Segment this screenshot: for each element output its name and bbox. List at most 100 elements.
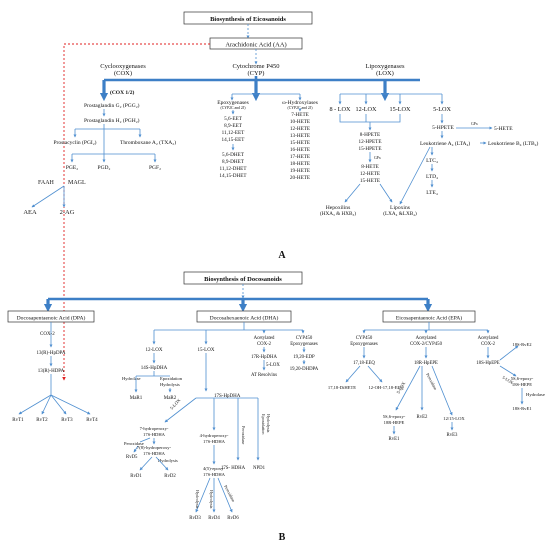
lipox-sub: (LXA₄ &LXB₄) <box>383 210 417 217</box>
hepox-sub: (HXA₃ & HXB₃) <box>320 210 356 217</box>
rvd2-label: RvD2 <box>164 474 176 479</box>
lox5-label: 5-LOX <box>433 106 451 113</box>
epox-hydro-2: Hydrolysis <box>160 382 180 387</box>
npd1-label: NPD1 <box>253 466 266 471</box>
hpete-item: 12-HPETE <box>358 139 381 145</box>
hete-item: 20-HETE <box>290 175 310 181</box>
epox-sub: (CYP2C and 2J) <box>220 106 246 110</box>
arrow-lta4-lipoxins <box>399 146 431 205</box>
pgh2-branch <box>75 124 140 130</box>
cyp-label: Cytochrome P450 <box>232 63 279 70</box>
ohheq-label: 12-OH-17,18-EEQ <box>368 385 404 391</box>
dhet-item: 14,15-DHET <box>219 173 247 179</box>
pgh2-label: Prostaglandin H₂ (PGH₂) <box>84 117 140 124</box>
arrow-to-dheq <box>345 365 361 383</box>
hp4-2: 17S-HDHA <box>203 439 226 444</box>
hydrolase2-label: Hydrolase <box>526 392 545 397</box>
rvd1-label: RvD1 <box>130 474 142 479</box>
arrow-to-lipoxins <box>379 183 393 203</box>
pg-branch <box>72 129 155 155</box>
lox-abbr: (LOX) <box>376 70 394 77</box>
hpete-item: 8-HPETE <box>360 132 380 138</box>
arrow-to-18s-rve2 <box>499 345 519 361</box>
hete-item: 16-HETE <box>290 147 310 153</box>
gpx2-label: GPx <box>471 122 478 126</box>
hete5-label: 5-HETE <box>494 126 513 132</box>
docosanoids-title: Biosynthesis of Docosanoids <box>204 276 282 283</box>
hete-item: 13-HETE <box>290 133 310 139</box>
2ag-label: 2-AG <box>60 209 75 216</box>
cyp450e-1: CYP450 <box>296 336 313 341</box>
arrow-to-hepoxilins <box>344 183 361 203</box>
epa-label: Eicosapentaenoic Acid (EPA) <box>396 315 462 322</box>
dpa-label: Docosapentaenoic Acid (DPA) <box>17 315 86 322</box>
hdpa-label: 13(R)-HDPA <box>38 369 65 374</box>
whyd-label: ω-Hydroxylases <box>282 100 318 106</box>
magl-label: MAGL <box>68 180 86 186</box>
lox15-label: 15-LOX <box>390 106 411 113</box>
arrow-to-rvd2 <box>155 456 169 471</box>
epa-5lox-b: 5-LOX <box>501 375 514 386</box>
hpdpa-label: 13(R)-HpDPA <box>37 351 66 356</box>
epa-cyp-2: Epoxygenases <box>350 342 378 347</box>
acox2b-2: COX-2 <box>481 342 496 347</box>
arrow-to-rvt3 <box>50 394 67 415</box>
lte4-label: LTE₄ <box>426 190 438 196</box>
ltc4-label: LTC₄ <box>426 158 438 164</box>
cyp450e-2: Epoxygenases <box>290 342 318 347</box>
hete-list: 7-HETE 10-HETE 12-HETE 13-HETE 15-HETE 1… <box>290 112 310 181</box>
arrow-to-rvd6 <box>217 477 233 513</box>
panel-a: Biosynthesis of Eicosanoids Arachidonic … <box>23 11 539 381</box>
dha-12lox: 12-LOX <box>146 348 163 353</box>
rve2s-label: 18S-RvE2 <box>512 342 532 347</box>
ep56s-2: 18S-HEPE <box>512 382 532 387</box>
hpdha17s-label: 17S-HpDHA <box>214 394 241 399</box>
epox-label: Epoxygenases <box>217 100 248 106</box>
rvd4-label: RvD4 <box>208 516 220 521</box>
cox-label: Cyclooxygenases <box>100 63 146 70</box>
hp7-1: 7-hydroperoxy- <box>140 426 169 431</box>
dhet-item: 8,9-DHET <box>222 159 245 165</box>
hete-item: 19-HETE <box>290 168 310 174</box>
rvt-item: RvT3 <box>61 418 73 423</box>
dheq-label: 17,18-DiHETE <box>328 385 356 391</box>
ep45-2: 17S-HDHA <box>203 472 226 477</box>
lta4-label: Leukotriene A₄ (LTA₄) <box>420 140 470 147</box>
hete2-item: 12-HETE <box>360 171 380 177</box>
hydrolase-label: Hydrolase <box>122 376 141 381</box>
ep45-1: 4(5)-epoxy- <box>203 466 225 471</box>
faah-label: FAAH <box>38 180 55 186</box>
hete-item: 10-HETE <box>290 119 310 125</box>
lox12-label: 12-LOX <box>356 106 377 113</box>
hete-item: 7-HETE <box>291 112 309 118</box>
dha-hydrolysis: Hydrolysis <box>158 458 178 463</box>
acox2cyp-2: COX-2/CYP450 <box>410 342 443 347</box>
red-arrow-aa-to-faah <box>62 43 210 381</box>
eet-item: 11,12-EET <box>222 130 246 136</box>
epa-peroxidase: Peroxidase <box>425 372 438 391</box>
hpdha14-split <box>136 371 170 377</box>
dha-split <box>154 322 303 331</box>
epox-hydro2-1: Epoxidation <box>261 414 266 435</box>
rve3-label: RvE3 <box>447 433 459 438</box>
acox2-2: COX-2 <box>257 342 272 347</box>
ltd4-label: LTD₄ <box>426 174 438 180</box>
panel-b: Biosynthesis of Docosanoids Docosapentae… <box>7 271 545 543</box>
hete-item: 17-HETE <box>290 154 310 160</box>
hp4-1: 4-hydroperoxy- <box>200 433 229 438</box>
pgg2-label: Prostaglandin G₂ (PGG₂) <box>84 102 140 109</box>
hepe18r-label: 18R-HpEPE <box>414 361 438 366</box>
hpdha14-label: 14S-HpDHA <box>141 366 168 371</box>
arrow-to-1215lox <box>431 365 453 416</box>
hete2-item: 15-HETE <box>360 178 380 184</box>
arrow-to-rvt1 <box>18 394 52 415</box>
hete-item: 15-HETE <box>290 140 310 146</box>
gpx-label: GPx <box>374 156 381 160</box>
hete-item: 18-HETE <box>290 161 310 167</box>
dha-hydrolysis3: Hydrolysis <box>209 490 214 509</box>
arrow-to-rvd3 <box>195 477 211 513</box>
acox2-1: Acetylated <box>254 336 275 341</box>
ep56s-1: 5S,6-epoxy- <box>511 376 534 382</box>
rvt-item: RvT1 <box>12 418 24 423</box>
hdha17s-label: 17S- HDHA <box>221 466 246 471</box>
